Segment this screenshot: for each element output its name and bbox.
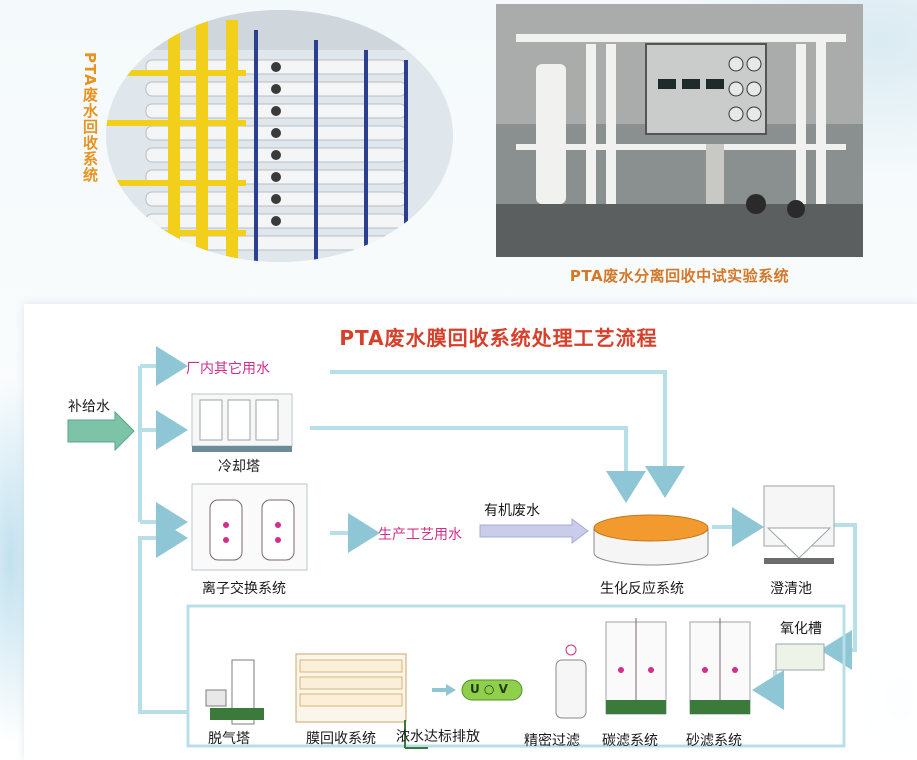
label-organic-wastewater: 有机废水: [484, 503, 540, 519]
right-photo-caption: PTA废水分离回收中试实验系统: [569, 267, 790, 285]
label-uv: U ○ V: [470, 682, 508, 696]
pilot-system-photo: [496, 4, 863, 257]
clarifier-graphic: [763, 485, 835, 564]
label-makeup-water: 补给水: [68, 399, 110, 415]
fine-filter-graphic: [555, 644, 587, 719]
label-plant-water: 厂内其它用水: [186, 361, 270, 377]
ion-exchange-graphic: [191, 483, 308, 571]
bioreactor-graphic: [593, 514, 709, 566]
label-degassing-tower: 脱气塔: [208, 731, 250, 747]
oxidation-tank-graphic: [775, 643, 825, 671]
label-carbon-filter: 碳滤系统: [602, 733, 658, 749]
sand-filter-graphic: [689, 618, 751, 715]
label-clarifier: 澄清池: [770, 581, 812, 597]
membrane-recovery-graphic: [295, 653, 407, 723]
label-bioreactor: 生化反应系统: [600, 581, 684, 597]
supply-pipes: [138, 346, 857, 714]
cooling-tower-graphic: [191, 393, 293, 452]
label-sand-filter: 砂滤系统: [686, 733, 742, 749]
degassing-tower-graphic: [205, 659, 264, 725]
uv-unit-graphic: [461, 679, 523, 701]
label-membrane-recovery: 膜回收系统: [306, 731, 376, 747]
label-ion-exchange: 离子交换系统: [202, 581, 286, 597]
carbon-filter-graphic: [605, 618, 667, 715]
label-process-water: 生产工艺用水: [378, 527, 462, 543]
label-concentrate-discharge: 浓水达标排放: [396, 729, 480, 745]
label-oxidation-tank: 氧化槽: [780, 621, 822, 637]
label-cooling-tower: 冷却塔: [218, 459, 260, 475]
label-fine-filter: 精密过滤: [524, 733, 580, 749]
flow-title: PTA废水膜回收系统处理工艺流程: [339, 326, 658, 350]
left-photo-caption: PTA废水回收系统: [81, 52, 99, 183]
makeup-water-arrow: [67, 410, 135, 452]
